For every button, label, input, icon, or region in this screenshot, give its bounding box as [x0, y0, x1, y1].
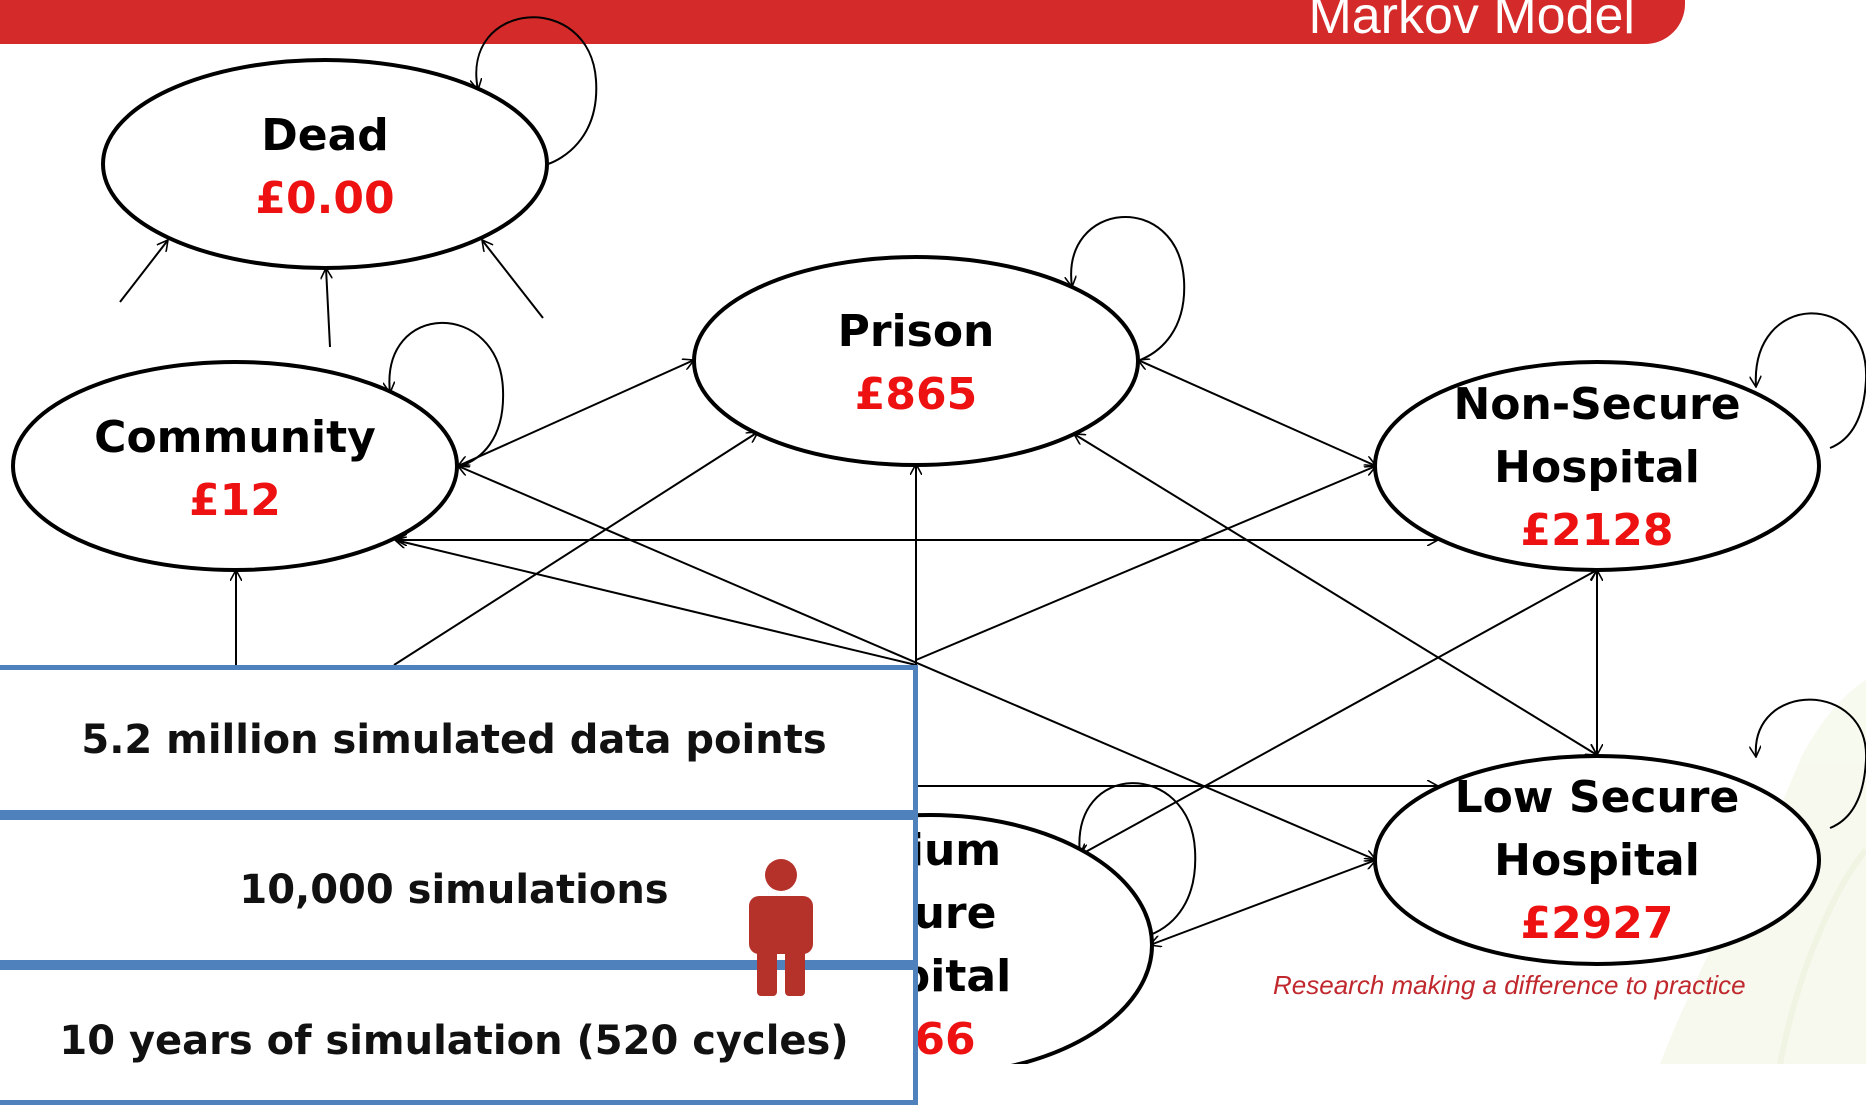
low-secure-cost: £2927 [1520, 898, 1673, 949]
dead-label: Dead [261, 110, 389, 161]
low-secure-label-line1: Low Secure [1455, 772, 1740, 823]
non-secure-cost: £2128 [1520, 505, 1673, 556]
arrow-medium-to-non-secure [915, 466, 1376, 661]
person-icon [749, 859, 813, 996]
medium-secure-label-line1: ium [909, 825, 1001, 876]
non-secure-label-line2: Hospital [1494, 442, 1700, 493]
arrow-to-dead-left [119, 240, 168, 303]
state-dead: Dead £0.00 [101, 58, 549, 270]
community-label: Community [94, 412, 376, 463]
arrow-medium-to-community [395, 540, 917, 666]
medium-secure-label-line2: ure [914, 888, 997, 939]
arrow-to-dead-center [326, 268, 330, 348]
state-community: Community £12 [11, 360, 459, 572]
arrow-prison-non-secure [1138, 360, 1376, 466]
medium-secure-cost: 66 [914, 1014, 975, 1064]
community-cost: £12 [189, 475, 281, 526]
arrow-community-prison [458, 360, 694, 466]
info-simulations-text: 10,000 simulations [239, 867, 669, 913]
arrow-non-secure-medium-secure [1080, 569, 1597, 856]
arrow-lower-left-to-prison [393, 432, 758, 666]
arrow-medium-low-secure [1150, 860, 1376, 945]
info-data-points-text: 5.2 million simulated data points [81, 717, 827, 763]
prison-label: Prison [838, 306, 995, 357]
self-loop-dead [476, 16, 598, 165]
page-title: Markov Model [1308, 0, 1635, 45]
self-loop-low-secure [1756, 698, 1866, 829]
arrow-to-dead-right [482, 240, 544, 319]
non-secure-label-line1: Non-Secure [1453, 379, 1740, 430]
header-bar: Markov Model [0, 0, 1685, 44]
low-secure-label-line2: Hospital [1494, 835, 1700, 886]
tagline: Research making a difference to practice [1273, 970, 1746, 1000]
info-box-simulations: 10,000 simulations [0, 815, 918, 965]
state-low-secure-hospital: Low Secure Hospital £2927 [1373, 754, 1821, 966]
state-non-secure-hospital: Non-Secure Hospital £2128 [1373, 360, 1821, 572]
state-prison: Prison £865 [692, 255, 1140, 467]
self-loop-non-secure [1756, 312, 1866, 449]
self-loop-prison [1071, 216, 1186, 361]
dead-cost: £0.00 [255, 173, 394, 224]
prison-cost: £865 [855, 369, 977, 420]
info-years-text: 10 years of simulation (520 cycles) [59, 1018, 849, 1064]
transition-arrows [119, 16, 1866, 945]
info-box-data-points: 5.2 million simulated data points [0, 665, 918, 815]
